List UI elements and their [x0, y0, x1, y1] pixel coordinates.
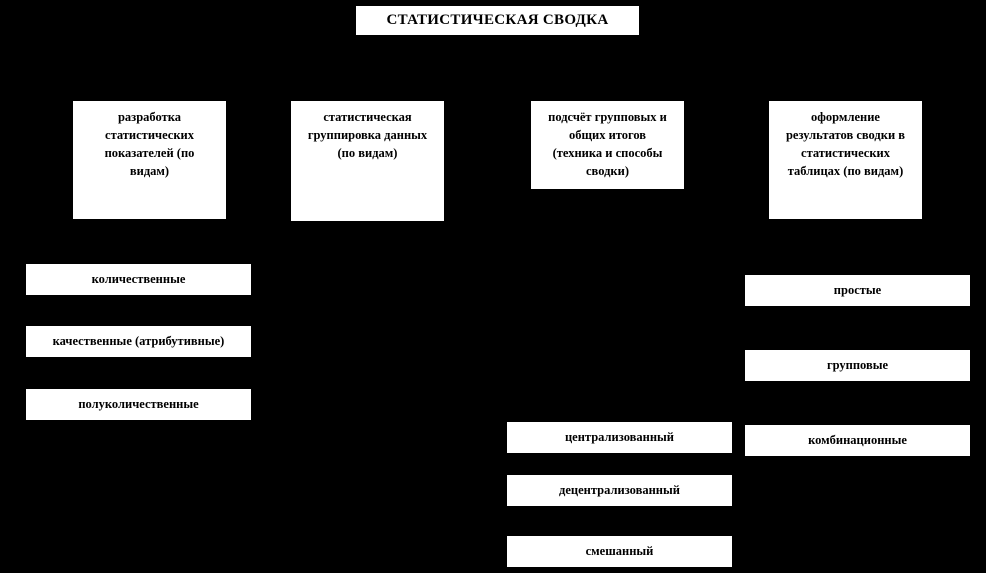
table-type-node-combinational: комбинационные: [744, 424, 971, 457]
table-type-node-group: групповые: [744, 349, 971, 382]
indicator-type-node-qualitative: качественные (атрибутивные): [25, 325, 252, 358]
indicator-type-node-quantitative: количественные: [25, 263, 252, 296]
stage-node-totals-calculation: подсчёт групповых и общих итогов (техник…: [530, 100, 685, 190]
stage-node-indicator-development: разработка статистических показателей (п…: [72, 100, 227, 220]
summary-method-node-decentralized: децентрализованный: [506, 474, 733, 507]
diagram-title: СТАТИСТИЧЕСКАЯ СВОДКА: [355, 5, 640, 36]
table-type-node-simple: простые: [744, 274, 971, 307]
summary-method-node-mixed: смешанный: [506, 535, 733, 568]
indicator-type-node-semiquantitative: полуколичественные: [25, 388, 252, 421]
stage-node-results-presentation: оформление результатов сводки в статисти…: [768, 100, 923, 220]
stage-node-statistical-grouping: статистическая группировка данных (по ви…: [290, 100, 445, 222]
summary-method-node-centralized: централизованный: [506, 421, 733, 454]
